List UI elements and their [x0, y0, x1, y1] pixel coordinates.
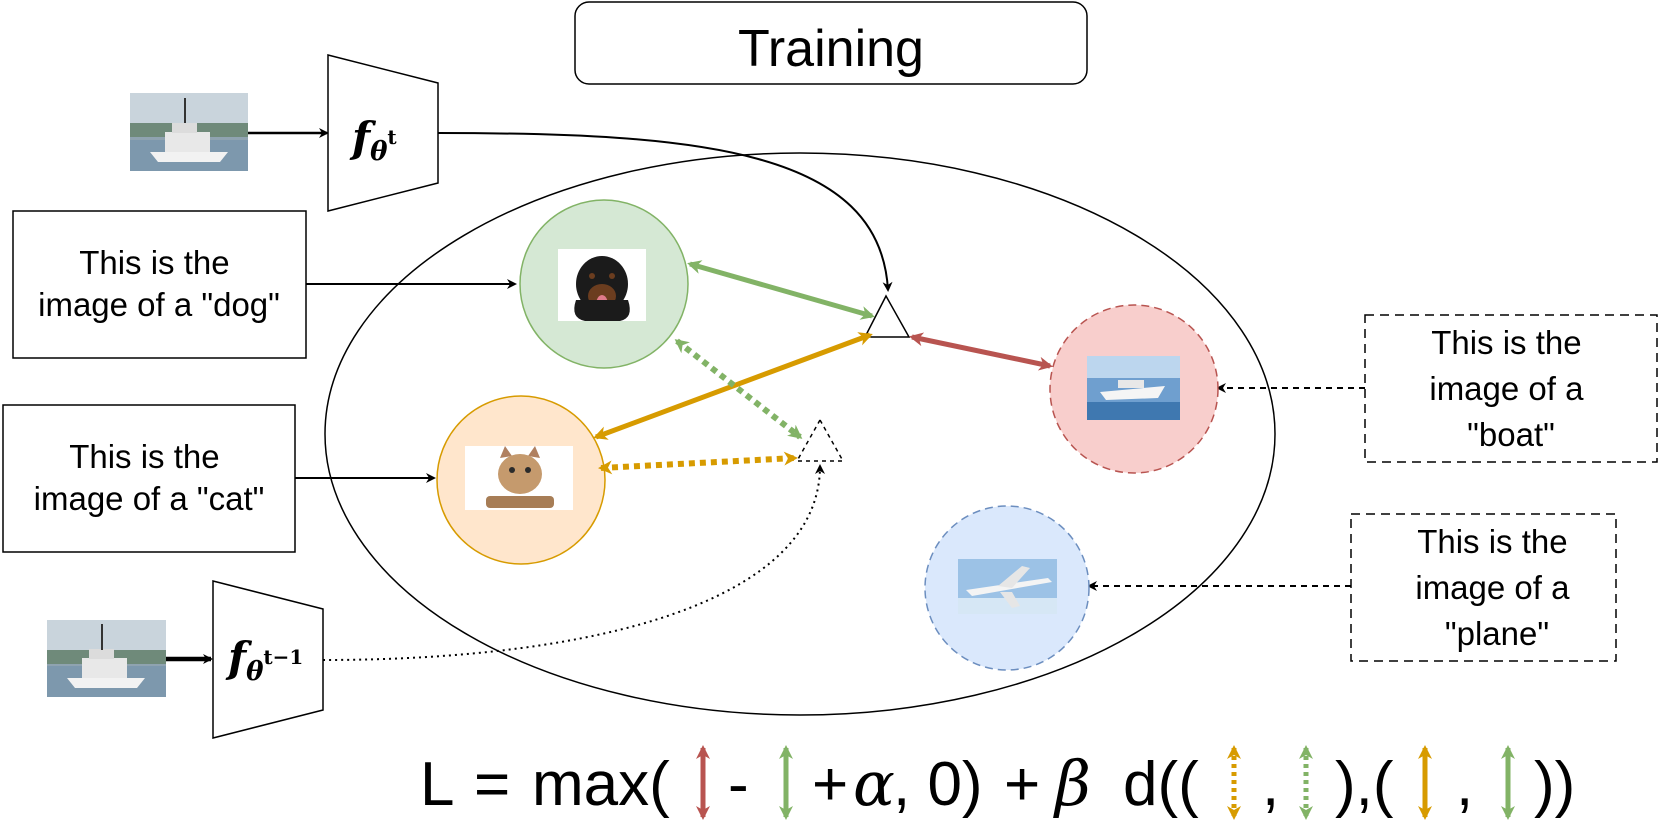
embedding-space [324, 152, 1276, 716]
dog-caption-box: This is the image of a "dog" [12, 210, 307, 359]
formula-zero: , 0) [893, 750, 983, 819]
boat-caption-line-2: image of a [1429, 370, 1584, 407]
formula-plus-alpha: + [812, 750, 848, 819]
plane-caption-line-2: image of a [1415, 569, 1570, 606]
formula-max-open: max( [532, 750, 670, 819]
formula-plus: + [1004, 750, 1040, 819]
formula-minus: - [728, 750, 749, 819]
plane-caption-box: This is the image of a "plane" [1350, 513, 1617, 662]
boat-image [1087, 356, 1180, 420]
formula-L: L [420, 750, 454, 819]
formula-comma-2: , [1456, 750, 1473, 819]
plane-caption-line-1: This is the [1417, 523, 1567, 560]
formula-close: )) [1534, 750, 1575, 819]
cat-caption-box: This is the image of a "cat" [2, 404, 296, 553]
svg-text:This is the image of a ": This is the image of a "dog" [38, 244, 280, 323]
arrow-previous-encoder-to-prev-anchor [322, 464, 825, 661]
current-encoder-subscript: θ [370, 137, 388, 167]
boat-caption-line-1: This is the [1431, 324, 1581, 361]
current-encoder-superscript: t [387, 125, 397, 149]
formula-alpha: α [853, 747, 895, 820]
arrow-cat-to-prev-anchor-orange-dotted [598, 451, 798, 475]
arrow-dog-to-prev-anchor-green-dotted [674, 338, 803, 440]
boat-caption-line-3: "boat" [1467, 416, 1555, 453]
cat-image [465, 446, 573, 510]
formula-beta: β [1053, 747, 1091, 820]
arrow-current-encoder-to-anchor [437, 132, 893, 292]
plane-caption-line-3: "plane" [1445, 615, 1549, 652]
dog-caption-line-2: image of a "dog" [38, 286, 280, 323]
arrow-anchor-to-boat-red [909, 332, 1053, 371]
arrow-dog-to-anchor-green [687, 260, 875, 320]
formula-comma-1: , [1262, 750, 1279, 819]
boat-photo-top [130, 93, 248, 171]
formula-mid: ),( [1335, 750, 1394, 819]
cat-caption-line-2: image of a "cat" [34, 480, 265, 517]
boat-caption-box: This is the image of a "boat" [1364, 314, 1658, 463]
svg-text:This is the image of a ": This is the image of a "cat" [34, 438, 265, 517]
formula-eq: = [474, 750, 510, 819]
loss-formula: L = max( - + α , 0) + β d(( , ),( , )) [420, 745, 1575, 820]
dog-image [558, 249, 646, 321]
svg-text:This is the image of a: This is the image of a "plane" [1415, 523, 1578, 652]
previous-encoder-superscript: t−1 [263, 645, 303, 669]
previous-encoder-subscript: θ [246, 657, 264, 687]
formula-d-open: d(( [1123, 750, 1199, 819]
anchor-current-triangle [863, 294, 911, 338]
svg-text:This is the image of a: This is the image of a "boat" [1429, 324, 1592, 453]
plane-image [958, 559, 1057, 614]
previous-encoder-label: fθt−1 [225, 633, 303, 687]
dog-caption-line-1: This is the [79, 244, 229, 281]
title-box: Training [574, 1, 1088, 85]
current-encoder: fθt [327, 54, 439, 212]
cat-caption-line-1: This is the [69, 438, 219, 475]
boat-photo-bottom [47, 620, 166, 697]
anchor-previous-triangle [795, 418, 845, 462]
previous-encoder: fθt−1 [212, 580, 324, 739]
title-text: Training [738, 20, 924, 78]
